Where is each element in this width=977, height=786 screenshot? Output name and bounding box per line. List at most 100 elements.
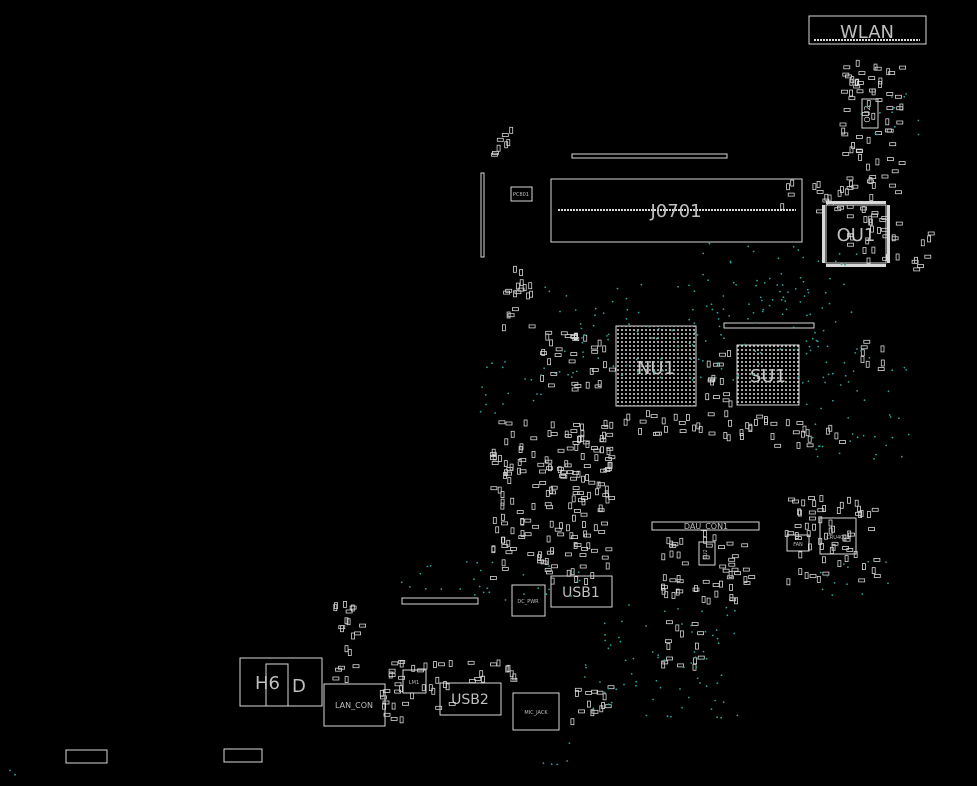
h6d-region[interactable]: H6 D (239, 657, 323, 707)
via (717, 318, 720, 320)
passive-component (435, 705, 443, 710)
passive-component (873, 558, 881, 562)
passive-component (739, 429, 744, 437)
passive-component (546, 550, 554, 555)
passive-component (854, 79, 859, 87)
via (720, 716, 722, 719)
passive-component (895, 253, 900, 261)
via (502, 403, 504, 405)
su1-chip[interactable]: SU1 (736, 344, 800, 406)
cru4001-chip[interactable]: CRU4001 (819, 517, 857, 555)
passive-component (824, 532, 828, 540)
pc801-chip[interactable]: PC801 (510, 186, 533, 202)
via (917, 119, 920, 122)
passive-component (798, 509, 802, 517)
passive-component (669, 578, 677, 583)
passive-component (605, 547, 613, 552)
via (705, 685, 708, 688)
via (570, 595, 572, 597)
passive-component (335, 667, 342, 672)
via (811, 337, 814, 340)
passive-component (920, 239, 925, 247)
passive-component (570, 476, 577, 481)
passive-component (780, 203, 785, 211)
passive-component (849, 89, 853, 97)
via (860, 113, 863, 115)
wlan-connector[interactable]: WLAN (808, 15, 927, 45)
via (797, 376, 800, 378)
passive-component (344, 617, 349, 625)
passive-component (653, 431, 660, 436)
via (900, 455, 903, 458)
passive-component (590, 709, 595, 717)
passive-component (860, 345, 868, 350)
passive-component (546, 505, 553, 510)
usb1-connector[interactable]: USB1 (550, 575, 613, 608)
passive-component (510, 677, 518, 682)
via (563, 350, 566, 353)
ou1-chip[interactable]: OU1 (822, 201, 890, 267)
via (814, 423, 817, 426)
via (581, 337, 583, 339)
passive-component (662, 574, 667, 582)
passive-component (344, 645, 349, 653)
passive-component (551, 564, 558, 569)
passive-component (664, 425, 668, 433)
passive-component (597, 380, 602, 388)
via (699, 682, 701, 684)
via (809, 313, 812, 316)
via (824, 291, 827, 294)
via (651, 651, 654, 653)
dau-con1-connector[interactable]: DAU_CON1 (651, 521, 760, 531)
mic-jack-connector[interactable]: MIC_JACK (512, 692, 560, 731)
via (821, 307, 824, 309)
via (619, 640, 622, 643)
passive-component (528, 282, 533, 290)
via (491, 561, 494, 564)
via (777, 257, 780, 260)
via (688, 342, 691, 345)
passive-component (557, 466, 564, 471)
via (655, 679, 658, 682)
passive-component (491, 546, 496, 554)
via (705, 305, 708, 307)
via (752, 374, 755, 376)
passive-component (510, 497, 515, 505)
passive-component (723, 432, 728, 439)
passive-component (877, 367, 885, 372)
dc-pwr-connector[interactable]: DC_PWR (511, 584, 546, 617)
passive-component (809, 516, 816, 521)
via (852, 370, 855, 372)
via (637, 311, 640, 314)
dc-pwr-label: DC_PWR (517, 599, 539, 605)
lan-con-connector[interactable]: LAN_CON (323, 683, 386, 727)
passive-component (726, 434, 731, 442)
passive-component (604, 704, 612, 709)
via (756, 279, 758, 282)
passive-component (489, 576, 497, 580)
usb2-connector[interactable]: USB2 (439, 682, 502, 716)
passive-component (639, 419, 647, 424)
via (814, 331, 816, 334)
via (712, 634, 714, 637)
via (720, 368, 723, 370)
passive-component (506, 311, 511, 319)
wlan-label: WLAN (840, 22, 894, 43)
via (690, 662, 693, 664)
passive-component (719, 377, 724, 385)
via (504, 361, 506, 363)
passive-component (398, 660, 406, 664)
nu1-chip[interactable]: NU1 (615, 325, 697, 407)
j0701-connector[interactable]: J0701 (550, 153, 803, 243)
passive-component (828, 527, 833, 535)
lu2-chip[interactable]: LU2 (698, 541, 716, 566)
via (702, 360, 704, 362)
via (485, 403, 487, 406)
via (693, 290, 696, 293)
passive-component (787, 192, 795, 197)
passive-component (492, 517, 497, 524)
passive-component (435, 676, 440, 684)
passive-component (728, 400, 733, 408)
via (720, 333, 722, 336)
via (779, 348, 782, 350)
